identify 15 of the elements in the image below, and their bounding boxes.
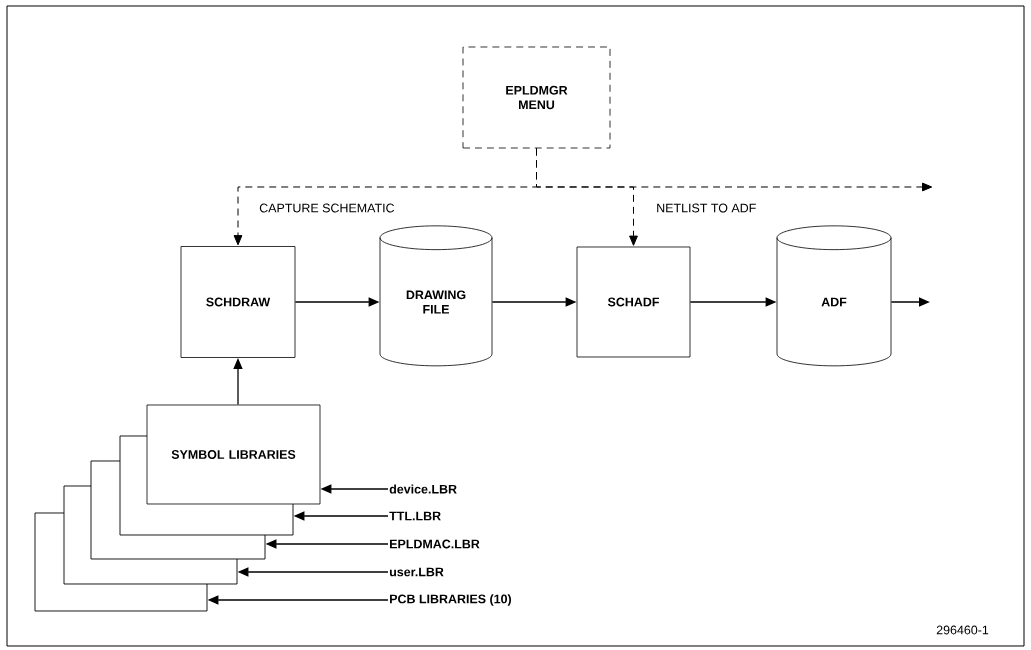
process-box: SCHADF [576, 246, 691, 358]
menu-box: EPLDMGR MENU [462, 46, 611, 149]
edge-label: NETLIST TO ADF [655, 202, 758, 214]
file-cylinder: ADF [776, 225, 892, 367]
file-name-label: PCB LIBRARIES (10) [390, 594, 512, 606]
process-box: SCHDRAW [180, 246, 296, 358]
file-name-label: TTL.LBR [389, 511, 441, 521]
file-name-label: user.LBR [389, 567, 444, 577]
file-name-label: EPLDMAC.LBR [390, 539, 480, 549]
dashed-arrow [536, 147, 933, 192]
library-sheet: SYMBOL LIBRARIES [146, 404, 321, 505]
file-cylinder: DRAWING FILE [379, 225, 493, 367]
figure-number: 296460-1 [936, 625, 989, 635]
file-name-label: device.LBR [389, 484, 457, 494]
edge-label: CAPTURE SCHEMATIC [258, 202, 396, 214]
